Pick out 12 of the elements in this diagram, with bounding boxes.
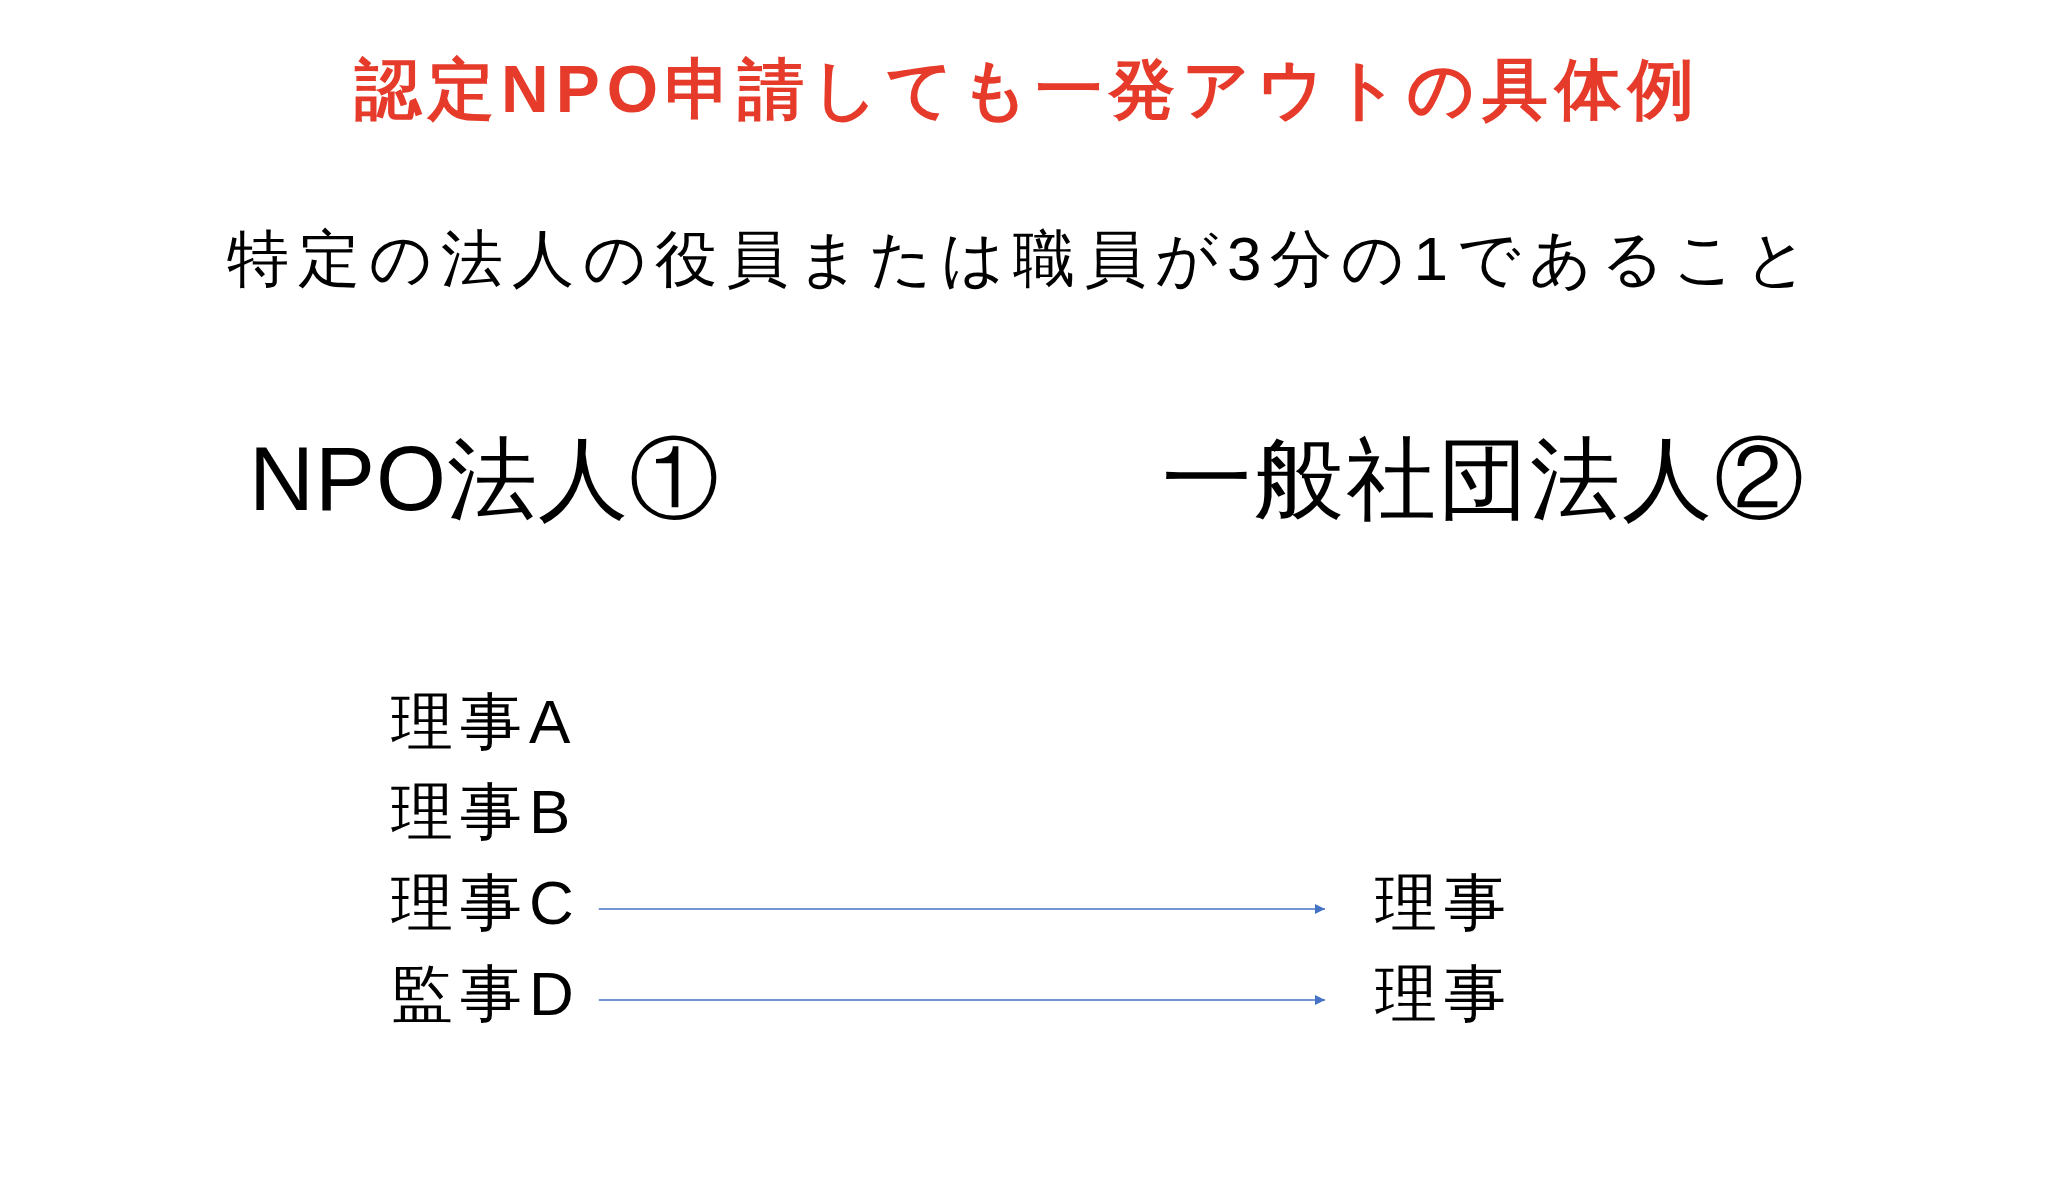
arrow bbox=[598, 995, 1326, 1005]
group-label: NPO法人① bbox=[249, 434, 721, 524]
role-label: 理事 bbox=[1375, 872, 1513, 934]
role-label: 理事 bbox=[1375, 963, 1513, 1025]
group-label: 一般社団法人② bbox=[1162, 434, 1806, 524]
role-label: 理事C bbox=[391, 872, 581, 934]
role-label: 理事B bbox=[391, 781, 578, 843]
heading: 認定NPO申請しても一発アウトの具体例 bbox=[355, 56, 1701, 122]
role-label: 理事A bbox=[391, 691, 578, 753]
role-label: 監事D bbox=[391, 963, 581, 1025]
arrow bbox=[598, 904, 1326, 914]
subtitle: 特定の法人の役員または職員が3分の1であること bbox=[227, 228, 1817, 290]
